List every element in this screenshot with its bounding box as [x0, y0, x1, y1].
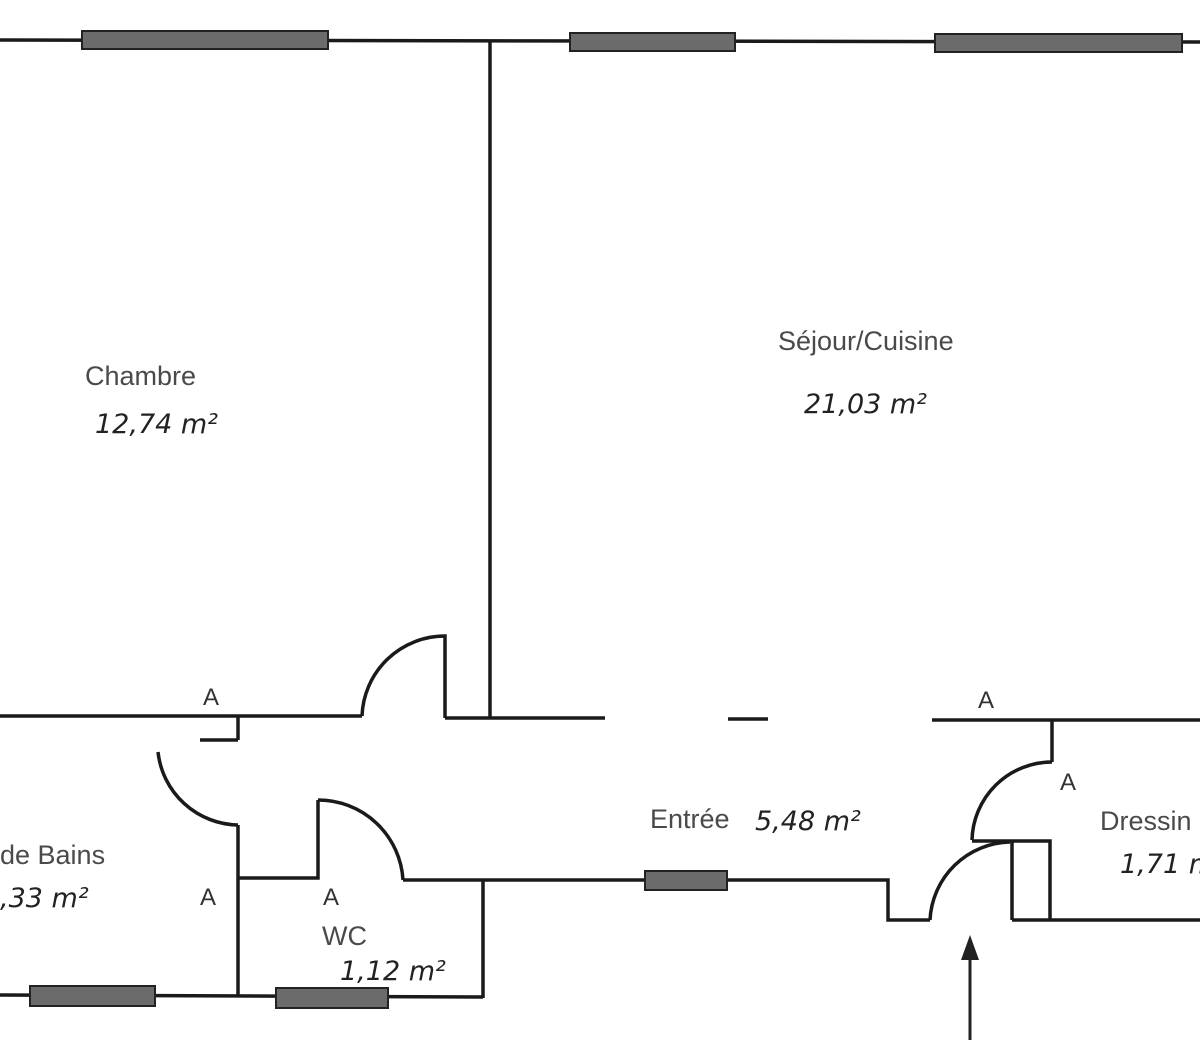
room-area-wc: 1,12 m²	[340, 956, 446, 987]
entrance-door	[928, 840, 1011, 921]
marker-a: A	[323, 884, 339, 911]
wc-door	[317, 798, 405, 881]
room-name-entree: Entrée	[650, 804, 730, 834]
window	[569, 32, 736, 52]
room-area-entree: 5,48 m²	[755, 806, 861, 837]
doors	[156, 634, 1053, 921]
chambre-door	[360, 634, 447, 718]
dressing-door-jamb	[972, 839, 1052, 920]
room-area-dressing: 1,71 m	[1120, 849, 1200, 880]
marker-a: A	[203, 684, 219, 711]
window	[934, 33, 1183, 53]
room-name-bains: de Bains	[0, 840, 105, 870]
window	[29, 985, 156, 1007]
marker-a: A	[1060, 769, 1076, 796]
window	[644, 870, 728, 891]
room-area-chambre: 12,74 m²	[95, 409, 218, 440]
wc-wall-north	[238, 800, 320, 880]
room-name-dressing: Dressin	[1100, 806, 1192, 836]
bains-door	[156, 738, 239, 827]
marker-a: A	[200, 884, 216, 911]
window	[81, 30, 329, 50]
marker-a: A	[978, 687, 994, 714]
room-area-sejour: 21,03 m²	[804, 389, 927, 420]
room-name-chambre: Chambre	[85, 361, 196, 391]
room-name-sejour: Séjour/Cuisine	[778, 326, 954, 356]
window	[275, 987, 389, 1009]
entrance-arrow-icon	[961, 935, 979, 1040]
room-name-wc: WC	[322, 921, 367, 951]
walls	[0, 38, 1200, 999]
dressing-door	[970, 760, 1053, 841]
room-area-bains: ,33 m²	[0, 883, 89, 914]
windows	[29, 30, 1183, 1009]
